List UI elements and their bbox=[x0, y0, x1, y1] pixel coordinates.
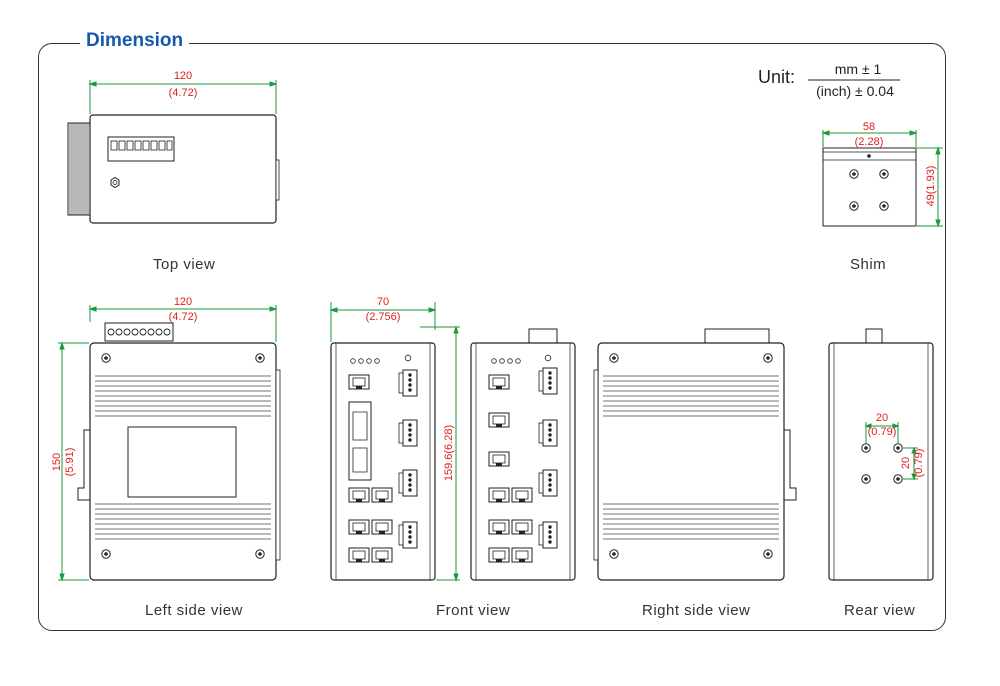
shim-caption: Shim bbox=[850, 256, 887, 273]
left-view-dimension-lines bbox=[58, 305, 278, 582]
front-view-caption: Front view bbox=[436, 602, 511, 619]
dimension-frame bbox=[38, 43, 946, 631]
rear-v-spacing-in: (0.79) bbox=[913, 449, 925, 478]
top-width-mm: 120 bbox=[174, 70, 192, 82]
rear-h-spacing-in: (0.79) bbox=[868, 426, 897, 438]
top-view-dimension-lines bbox=[88, 80, 278, 114]
top-view-drawing bbox=[67, 114, 280, 224]
left-width-mm: 120 bbox=[174, 296, 192, 308]
unit-denominator: (inch) ± 0.04 bbox=[816, 83, 894, 99]
shim-drawing bbox=[822, 147, 917, 227]
shim-width-mm: 58 bbox=[863, 121, 875, 133]
shim-dimension-lines bbox=[821, 130, 943, 228]
rear-v-spacing-mm: 20 bbox=[900, 457, 912, 469]
left-side-view-caption: Left side view bbox=[145, 602, 243, 619]
shim-width-in: (2.28) bbox=[855, 136, 884, 148]
front-width-mm: 70 bbox=[377, 296, 389, 308]
left-height-in: (5.91) bbox=[64, 448, 76, 477]
unit-prefix: Unit: bbox=[758, 67, 795, 87]
front-view-drawing-b bbox=[470, 328, 576, 581]
front-height: 159.6(6.28) bbox=[443, 425, 455, 481]
rear-view-dimension-lines bbox=[864, 422, 918, 481]
left-width-in: (4.72) bbox=[169, 311, 198, 323]
right-side-view-drawing bbox=[593, 328, 797, 581]
rear-view-drawing bbox=[828, 328, 934, 581]
front-view-dimension-lines bbox=[329, 302, 460, 582]
left-side-view-drawing bbox=[77, 322, 281, 581]
right-side-view-caption: Right side view bbox=[642, 602, 751, 619]
left-height-mm: 150 bbox=[51, 453, 63, 471]
unit-numerator: mm ± 1 bbox=[835, 61, 882, 77]
rear-h-spacing-mm: 20 bbox=[876, 412, 888, 424]
top-view-caption: Top view bbox=[153, 256, 216, 273]
top-width-in: (4.72) bbox=[169, 87, 198, 99]
front-view-drawing-a bbox=[330, 342, 436, 581]
front-width-in: (2.756) bbox=[366, 311, 401, 323]
rear-view-caption: Rear view bbox=[844, 602, 916, 619]
shim-height: 49(1.93) bbox=[925, 166, 937, 207]
section-title: Dimension bbox=[80, 30, 190, 52]
